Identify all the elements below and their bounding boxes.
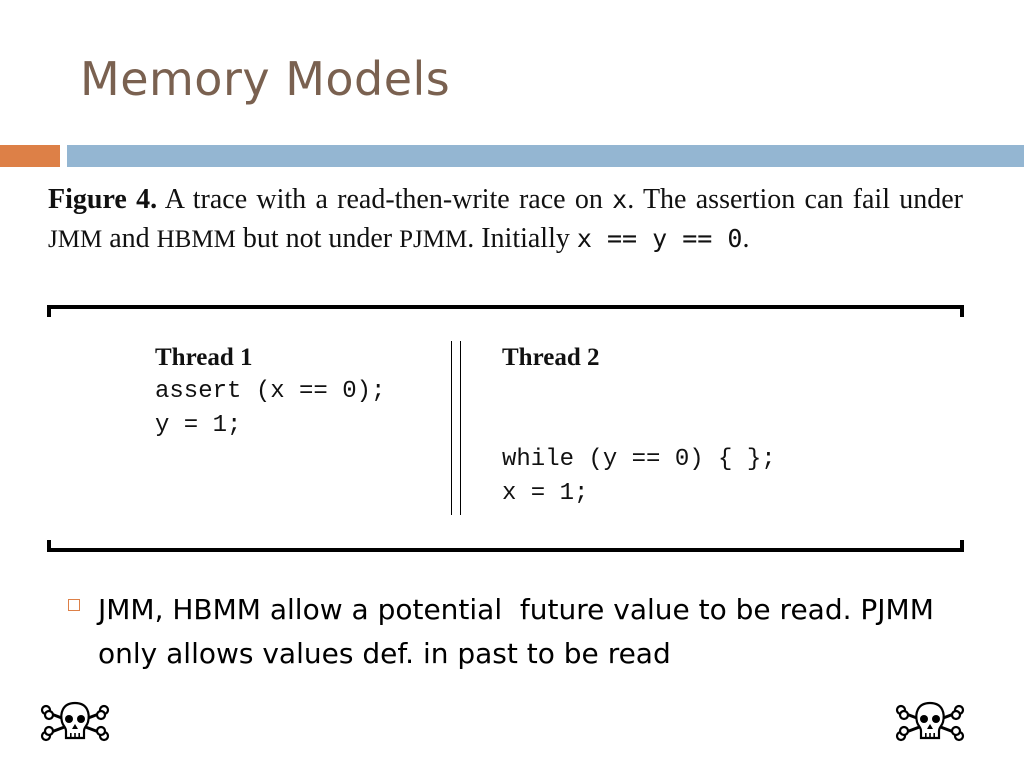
caption-jmm: JMM [48, 226, 103, 253]
figure-corner-tick [960, 540, 964, 552]
skull-crossbones-icon [40, 701, 110, 742]
thread-separator [451, 341, 452, 515]
code-line: while (y == 0) { }; [502, 446, 776, 473]
bullet-text: JMM, HBMM allow a potential future value… [98, 593, 943, 670]
thread-1-column: Thread 1 assert (x == 0); y = 1; [155, 341, 385, 443]
thread-1-heading: Thread 1 [155, 344, 253, 371]
figure-corner-tick [47, 540, 51, 552]
code-line: assert (x == 0); [155, 378, 386, 405]
caption-end: . [742, 223, 750, 254]
code-spacer [502, 409, 776, 443]
accent-bar-blue [67, 145, 1024, 167]
figure-bottom-rule [47, 548, 964, 552]
figure-caption: Figure 4. A trace with a read-then-write… [48, 180, 963, 259]
figure-corner-tick [960, 305, 964, 317]
bullet-item: JMM, HBMM allow a potential future value… [68, 588, 968, 676]
thread-2-column: Thread 2 while (y == 0) { }; x = 1; [502, 341, 776, 511]
accent-bar-orange [0, 145, 60, 167]
slide-title: Memory Models [80, 52, 451, 106]
trace-figure: Thread 1 assert (x == 0); y = 1; Thread … [47, 305, 964, 552]
code-spacer [502, 375, 776, 409]
figure-label: Figure 4. [48, 184, 158, 215]
caption-and: and [102, 223, 157, 254]
figure-top-rule [47, 305, 964, 309]
figure-corner-tick [47, 305, 51, 317]
caption-pjmm: PJMM [399, 226, 468, 253]
caption-hbmm: HBMM [156, 226, 236, 253]
skull-crossbones-icon [895, 701, 965, 742]
code-line: x = 1; [502, 480, 589, 507]
thread-2-heading: Thread 2 [502, 344, 600, 371]
caption-text-2: . The assertion can fail under [627, 184, 963, 215]
caption-but-not: but not under [235, 223, 400, 254]
caption-text-3: . Initially [467, 223, 577, 254]
bullet-square-icon [68, 599, 80, 611]
caption-initial: x == y == 0 [576, 224, 743, 253]
thread-separator [460, 341, 461, 515]
caption-var-x: x [612, 185, 628, 214]
code-line: y = 1; [155, 412, 242, 439]
caption-text-1: A trace with a read-then-write race on [157, 184, 613, 215]
